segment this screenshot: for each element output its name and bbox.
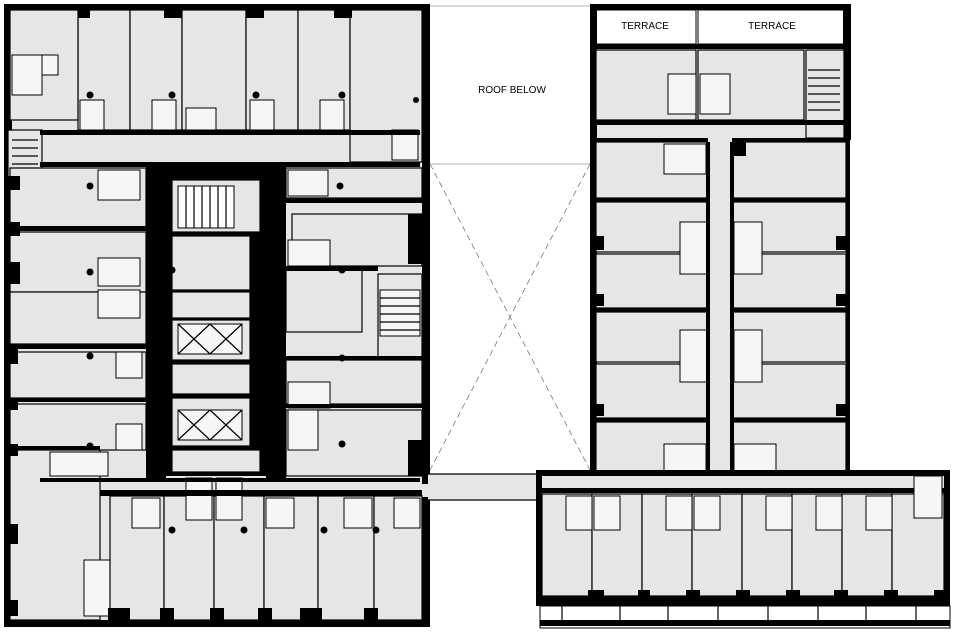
roof-area: ROOF BELOW (428, 5, 594, 501)
west-wing (4, 4, 430, 627)
central-core (166, 166, 266, 476)
west-units (4, 167, 147, 621)
roof-below-label: ROOF BELOW (478, 85, 546, 96)
terrace-label-2: TERRACE (748, 21, 796, 32)
terrace-label-1: TERRACE (621, 21, 669, 32)
southeast-wing (536, 470, 951, 629)
west-wing-east-units (285, 167, 423, 477)
north-units (76, 6, 423, 163)
east-wing: TERRACE TERRACE (590, 4, 851, 477)
south-units (40, 477, 423, 626)
